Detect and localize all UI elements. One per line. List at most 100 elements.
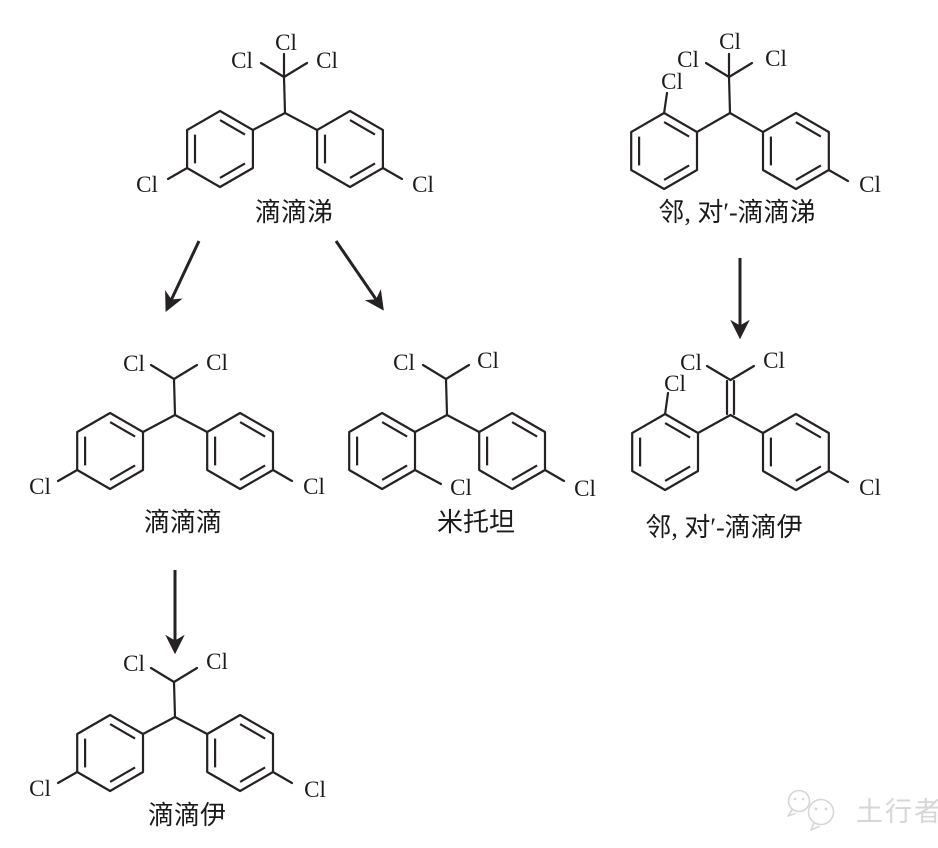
benzene-ring	[186, 109, 254, 189]
bond	[705, 364, 732, 382]
atom-label-cl: Cl	[859, 475, 881, 500]
atom-label-cl: Cl	[574, 476, 596, 501]
bond	[696, 413, 732, 435]
bond	[259, 61, 286, 79]
benzene-ring	[348, 411, 417, 491]
double-bond-inner-line	[109, 766, 136, 783]
wechat-icon	[787, 789, 835, 831]
double-bond-inner-line	[349, 119, 376, 136]
atom-label-cl: Cl	[231, 48, 253, 73]
atom-label-cl: Cl	[29, 474, 51, 499]
atom-label-cl: Cl	[136, 172, 158, 197]
bond	[543, 468, 566, 483]
atom-label-cl: Cl	[304, 777, 326, 802]
atom-label-cl: Cl	[316, 48, 338, 73]
bond	[283, 111, 319, 132]
atom-label-cl: Cl	[677, 47, 699, 72]
benzene-ring	[478, 411, 547, 491]
bond	[251, 111, 287, 132]
bond	[728, 111, 765, 134]
molecule-name-ddd: 滴滴滴	[144, 508, 222, 537]
bond	[381, 166, 404, 181]
double-bond-inner-line	[219, 119, 246, 136]
bond	[413, 468, 443, 486]
atom-label-cl: Cl	[661, 69, 683, 94]
double-bond-inner-line	[664, 465, 691, 482]
bond	[727, 75, 732, 115]
double-bond-inner-line	[795, 164, 822, 181]
atom-label-cl: Cl	[719, 29, 741, 54]
atom-label-cl: Cl	[303, 474, 325, 499]
double-bond-inner-line	[511, 421, 538, 438]
watermark-text: 土行者	[856, 797, 938, 827]
benzene-ring	[631, 412, 700, 492]
bond	[827, 168, 850, 183]
atom-label-cl: Cl	[477, 348, 499, 373]
bond	[271, 770, 294, 785]
molecule-name-op-dde: 邻, 对′-滴滴伊	[645, 513, 802, 542]
double-bond-inner-line	[109, 464, 136, 481]
bond	[695, 111, 732, 134]
bond	[413, 413, 449, 434]
atom-label-cl: Cl	[393, 350, 415, 375]
double-bond-inner-line	[795, 422, 822, 439]
bond	[149, 363, 176, 381]
benzene-ring	[206, 713, 275, 793]
bond	[444, 363, 471, 381]
bond	[172, 680, 177, 719]
double-bond-inner-line	[381, 464, 408, 481]
benzene-ring	[316, 109, 384, 189]
bond	[282, 75, 287, 115]
bond	[421, 363, 448, 381]
benzene-ring	[630, 111, 699, 191]
watermark: 土行者	[787, 789, 938, 831]
bond	[727, 61, 754, 79]
double-bond-inner-line	[239, 723, 266, 740]
benzene-ring	[76, 713, 145, 793]
bond	[173, 413, 209, 434]
bond	[149, 666, 176, 684]
molecule-name-mitotane: 米托坦	[437, 508, 515, 537]
atom-label-cl: Cl	[765, 46, 787, 71]
double-bond-inner-line	[381, 421, 408, 438]
atom-label-cl: Cl	[206, 649, 228, 674]
double-bond-inner-line	[109, 421, 136, 438]
atom-label-cl: Cl	[206, 350, 228, 375]
double-bond-inner-line	[239, 766, 266, 783]
arrow-ddt-to-ddd	[165, 240, 201, 312]
bond	[827, 469, 850, 484]
molecule-name-dde: 滴滴伊	[148, 801, 226, 830]
double-bond-inner-line	[349, 162, 376, 179]
bond	[663, 391, 670, 416]
bond	[729, 413, 765, 435]
arrow-ddt-to-mitotane	[334, 240, 384, 311]
double-bond-inner-line	[219, 162, 246, 179]
atom-label-cl: Cl	[680, 350, 702, 375]
bond	[173, 715, 209, 736]
benzene-ring	[761, 111, 830, 191]
bond	[172, 377, 177, 417]
molecule-name-ddt: 滴滴涕	[255, 198, 333, 227]
double-bond-inner-line	[663, 121, 690, 138]
arrows-layer	[165, 240, 750, 655]
double-bond-inner-line	[239, 421, 266, 438]
bond	[282, 61, 309, 79]
bond	[56, 770, 79, 785]
atom-label-cl: Cl	[412, 172, 434, 197]
double-bond-inner-line	[663, 164, 690, 181]
bond	[704, 61, 731, 79]
double-bond-inner-line	[511, 464, 538, 481]
bond	[166, 166, 189, 181]
bond	[445, 413, 481, 434]
bond	[172, 363, 199, 381]
bond	[141, 413, 177, 434]
bond	[56, 468, 79, 483]
double-bond-inner-line	[795, 465, 822, 482]
molecule-name-op-ddt: 邻, 对′-滴滴涕	[658, 198, 815, 227]
